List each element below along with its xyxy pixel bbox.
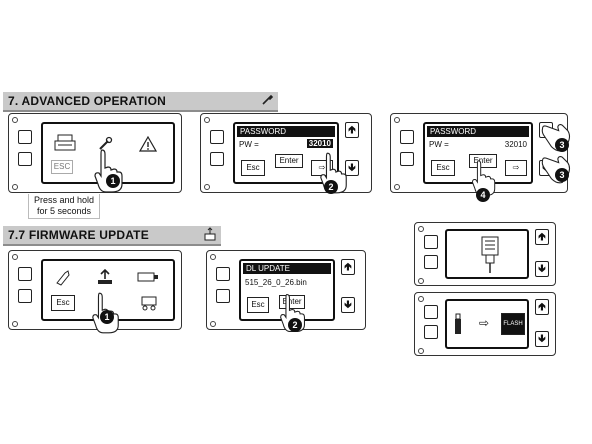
- esc-button[interactable]: ESC: [51, 160, 73, 174]
- manual-icon: [18, 267, 32, 281]
- usb-stick-icon: [455, 313, 461, 334]
- usb-icon: [424, 255, 438, 269]
- down-arrow-button[interactable]: 🢃: [535, 261, 549, 277]
- next-button[interactable]: ⇨: [505, 160, 527, 176]
- wrench-icon: [262, 94, 274, 105]
- section-title: 7.7 FIRMWARE UPDATE: [8, 228, 149, 242]
- usb-icon: [216, 289, 230, 303]
- esc-button[interactable]: Esc: [247, 297, 269, 313]
- flash-chip: FLASH: [501, 313, 525, 335]
- caption-line2: for 5 seconds: [36, 206, 92, 216]
- warning-icon: [139, 136, 157, 152]
- display-screen: ⇨ FLASH: [445, 299, 529, 349]
- password-label: PW =: [429, 140, 449, 149]
- down-arrow-button[interactable]: 🢃: [345, 160, 359, 176]
- manual-icon: [424, 235, 438, 249]
- display-screen: PASSWORD PW = 32010 Esc Enter ⇨: [233, 122, 339, 184]
- screen-title-bar: PASSWORD: [237, 126, 335, 137]
- screw: [204, 184, 210, 190]
- screen-title-bar: DL UPDATE: [243, 263, 331, 274]
- screw: [12, 254, 18, 260]
- screw: [394, 117, 400, 123]
- down-arrow-button[interactable]: 🢃: [341, 297, 355, 313]
- manual-icon: [18, 130, 32, 144]
- manual-icon: [400, 130, 414, 144]
- screw: [394, 184, 400, 190]
- panel-advanced-step2: PASSWORD PW = 32010 Esc Enter ⇨ 🢁 🢃: [200, 113, 372, 193]
- screw: [12, 321, 18, 327]
- section-header-firmware: 7.7 FIRMWARE UPDATE: [3, 226, 221, 246]
- panel-flash: ⇨ FLASH 🢁 🢃: [414, 292, 556, 356]
- up-arrow-button[interactable]: 🢁: [535, 299, 549, 315]
- up-arrow-button[interactable]: 🢁: [535, 229, 549, 245]
- display-screen: [445, 229, 529, 279]
- display-screen: Esc: [41, 259, 175, 321]
- hand-tool-icon: [56, 270, 70, 286]
- cart-icon: [141, 296, 157, 311]
- panel-advanced-step3: PASSWORD PW = 32010 Esc Enter ⇨ 🢁 🢃: [390, 113, 568, 193]
- usb-icon: [424, 325, 438, 339]
- instruction-caption: Press and hold for 5 seconds: [28, 194, 100, 219]
- enter-button[interactable]: Enter: [469, 154, 497, 168]
- next-arrow-icon: ⇨: [477, 316, 491, 331]
- manual-icon: [210, 130, 224, 144]
- password-value: 32010: [504, 140, 527, 149]
- manual-icon: [424, 305, 438, 319]
- password-label: PW =: [239, 140, 259, 149]
- step-badge: 4: [476, 188, 490, 202]
- screw: [204, 117, 210, 123]
- screen-title-bar: PASSWORD: [427, 126, 529, 137]
- up-arrow-button[interactable]: 🢁: [341, 259, 355, 275]
- usb-plug-icon: [481, 236, 499, 273]
- password-value: 32010: [306, 139, 333, 148]
- manual-icon: [216, 267, 230, 281]
- panel-firmware-step1: Esc: [8, 250, 182, 330]
- screw: [12, 117, 18, 123]
- screw: [418, 278, 424, 284]
- up-arrow-button[interactable]: 🢁: [345, 122, 359, 138]
- usb-icon: [210, 152, 224, 166]
- usb-icon: [18, 152, 32, 166]
- firmware-filename: 515_26_0_26.bin: [245, 278, 307, 287]
- screw: [418, 348, 424, 354]
- section-title: 7. ADVANCED OPERATION: [8, 94, 166, 108]
- esc-button[interactable]: Esc: [51, 295, 75, 311]
- usb-stick-icon: [137, 272, 158, 282]
- wrench-icon[interactable]: [97, 136, 113, 152]
- upload-arrow-icon[interactable]: [95, 269, 115, 285]
- display-screen: PASSWORD PW = 32010 Esc Enter ⇨: [423, 122, 533, 184]
- printer-icon: [54, 134, 76, 151]
- down-arrow-button[interactable]: 🢃: [535, 331, 549, 347]
- hand-pointer-icon: [471, 160, 496, 196]
- screw: [210, 254, 216, 260]
- screw: [418, 226, 424, 232]
- caption-line1: Press and hold: [33, 195, 95, 205]
- enter-button[interactable]: Enter: [275, 154, 303, 168]
- section-header-advanced: 7. ADVANCED OPERATION: [3, 92, 278, 112]
- step-badge: 3: [555, 168, 569, 182]
- step-badge: 1: [106, 174, 120, 188]
- screw: [210, 321, 216, 327]
- step-badge: 3: [555, 138, 569, 152]
- esc-button[interactable]: Esc: [241, 160, 265, 176]
- usb-drive-icon: [204, 227, 216, 241]
- esc-button[interactable]: Esc: [431, 160, 455, 176]
- panel-usb-connect: 🢁 🢃: [414, 222, 556, 286]
- screw: [12, 184, 18, 190]
- usb-icon: [18, 289, 32, 303]
- usb-icon: [400, 152, 414, 166]
- step-badge: 2: [288, 318, 302, 332]
- screw: [418, 296, 424, 302]
- step-badge: 1: [100, 310, 114, 324]
- hand-pointer-icon: [541, 156, 571, 184]
- step-badge: 2: [324, 180, 338, 194]
